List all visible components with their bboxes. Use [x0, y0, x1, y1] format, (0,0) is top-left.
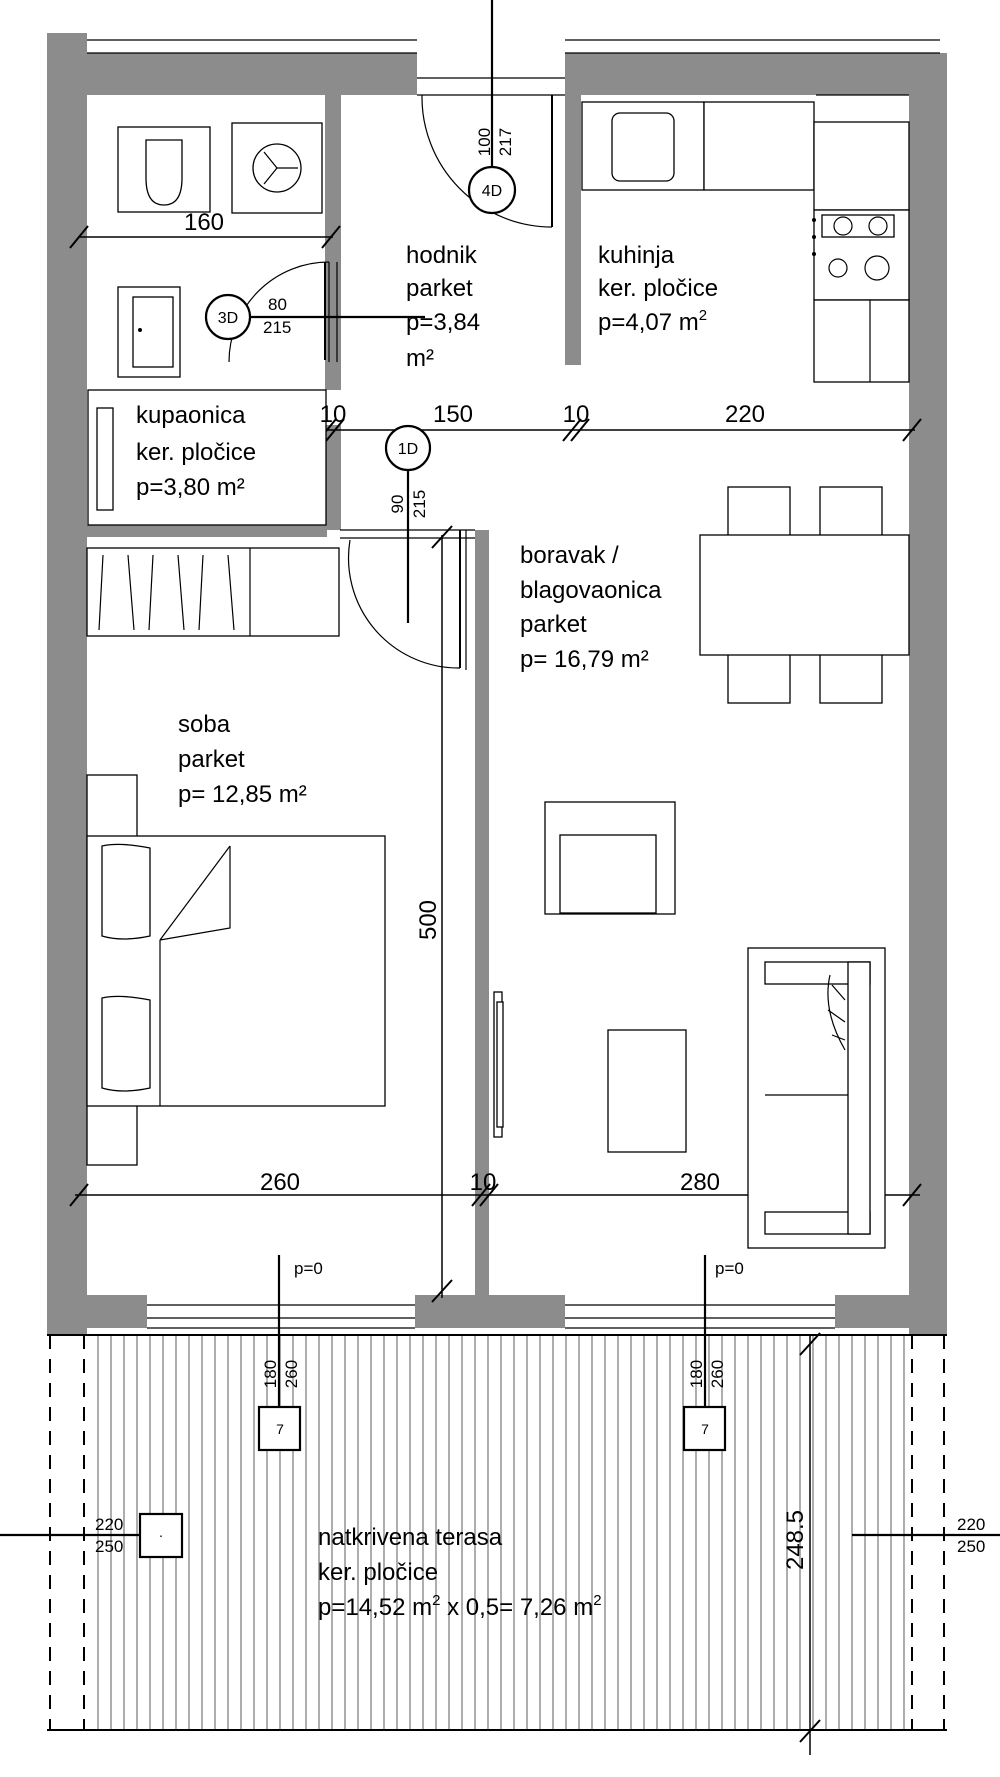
soba-name: soba: [178, 711, 231, 738]
hanger-line: [98, 554, 104, 631]
door-3d-height: 215: [263, 318, 291, 337]
boravak-name2: blagovaonica: [520, 577, 662, 604]
door-1d-height: 215: [410, 490, 429, 518]
terasa-area-b: x 0,5= 7,26 m: [440, 1594, 593, 1621]
kupaonica-name: kupaonica: [136, 402, 246, 429]
terasa-name: natkrivena terasa: [318, 1524, 503, 1551]
boravak-area: p= 16,79 m²: [520, 646, 649, 673]
hodnik-floor: parket: [406, 275, 473, 302]
door-4d-width: 100: [475, 128, 494, 156]
hodnik-area: p=3,84: [406, 309, 480, 336]
hodnik-name: hodnik: [406, 242, 478, 269]
room-boravak: boravak / blagovaonica parket p= 16,79 m…: [520, 542, 662, 673]
terasa-sup-b: 2: [593, 1592, 601, 1609]
window-left-width: 180: [261, 1360, 280, 1388]
hanger-line: [148, 554, 154, 631]
room-soba: soba parket p= 12,85 m²: [178, 711, 307, 808]
top-window: [87, 39, 940, 96]
kitchen-units: [581, 94, 910, 383]
window-left-tag: 7: [276, 1421, 284, 1437]
terrace-right-height: 250: [957, 1537, 985, 1556]
window-marker-left: 7 180 260 p=0: [257, 1255, 323, 1452]
room-terasa: natkrivena terasa ker. pločice p=14,52 m…: [318, 1524, 602, 1621]
window-right-width: 180: [687, 1360, 706, 1388]
window-right-sill: p=0: [715, 1259, 744, 1278]
kupaonica-floor: ker. pločice: [136, 439, 256, 466]
hanger-line: [177, 554, 185, 631]
dim-bath-width: 160: [184, 209, 224, 236]
window-left-height: 260: [282, 1360, 301, 1388]
window-left-sill: p=0: [294, 1259, 323, 1278]
bottom-windows: [147, 1304, 835, 1329]
terasa-area-a: p=14,52 m: [318, 1594, 432, 1621]
terrace-marker-left: · 220 250: [0, 1512, 184, 1559]
door-1d-width: 90: [388, 495, 407, 514]
entrance-door: [421, 94, 553, 228]
hanger-line: [227, 554, 235, 631]
dim-mid-4: 220: [725, 401, 765, 428]
dim-mid-2: 150: [433, 401, 473, 428]
bed: [86, 774, 386, 1166]
room-kuhinja: kuhinja ker. pločice p=4,07 m2: [598, 242, 718, 336]
hodnik-unit: m²: [406, 345, 434, 372]
door-marker-4d: 4D 100 217: [467, 0, 517, 215]
svg-text:p=14,52 m2 x 0,5= 7,26 m2: p=14,52 m2 x 0,5= 7,26 m2: [318, 1592, 602, 1621]
terrace-left-tag: ·: [159, 1527, 164, 1543]
door-marker-1d: 1D 90 215: [384, 424, 432, 623]
window-right-tag: 7: [701, 1421, 709, 1437]
dimension-labels: 160 10 150 10 220 260 10 280 500 248.5: [184, 209, 809, 1570]
terrace-right-width: 220: [957, 1515, 985, 1534]
bath-door: [228, 261, 338, 363]
kuhinja-area: p=4,07 m: [598, 309, 699, 336]
kuhinja-sup: 2: [699, 307, 707, 324]
room-kupaonica: kupaonica ker. pločice p=3,80 m²: [136, 402, 256, 501]
window-marker-right: 7 180 260 p=0: [682, 1255, 744, 1452]
door-3d-width: 80: [268, 295, 287, 314]
window-right-height: 260: [708, 1360, 727, 1388]
dim-vertical-500: 500: [415, 900, 442, 940]
terasa-floor: ker. pločice: [318, 1559, 438, 1586]
dim-vertical-248: 248.5: [782, 1510, 809, 1570]
kuhinja-floor: ker. pločice: [598, 275, 718, 302]
room-hodnik: hodnik parket p=3,84 m²: [406, 242, 480, 372]
door-1d-tag: 1D: [398, 441, 418, 458]
dim-bottom-1: 260: [260, 1169, 300, 1196]
door-3d-tag: 3D: [218, 310, 238, 327]
dim-mid-1: 10: [320, 401, 347, 428]
door-4d-tag: 4D: [482, 183, 502, 200]
terrace-left-width: 220: [95, 1515, 123, 1534]
terrace-deck: [47, 1334, 947, 1731]
hanger-line: [127, 554, 135, 631]
living-furniture: [493, 801, 886, 1249]
soba-floor: parket: [178, 746, 245, 773]
dim-mid-3: 10: [563, 401, 590, 428]
wardrobe: [86, 547, 340, 637]
boravak-floor: parket: [520, 611, 587, 638]
kupaonica-area: p=3,80 m²: [136, 474, 245, 501]
boravak-name: boravak /: [520, 542, 619, 569]
hanger-line: [198, 554, 204, 631]
terrace-left-height: 250: [95, 1537, 123, 1556]
terasa-sup-a: 2: [432, 1592, 440, 1609]
soba-area: p= 12,85 m²: [178, 781, 307, 808]
door-4d-height: 217: [496, 128, 515, 156]
kuhinja-name: kuhinja: [598, 242, 675, 269]
dining-set: [699, 486, 910, 704]
terrace-marker-right: 220 250: [852, 1515, 1000, 1556]
svg-text:p=4,07 m2: p=4,07 m2: [598, 307, 707, 336]
walls: [47, 33, 947, 1335]
dim-bottom-2: 10: [470, 1169, 497, 1196]
bathroom-fixtures: [87, 122, 327, 526]
door-marker-3d: 3D 80 215: [204, 293, 425, 341]
dim-bottom-3: 280: [680, 1169, 720, 1196]
